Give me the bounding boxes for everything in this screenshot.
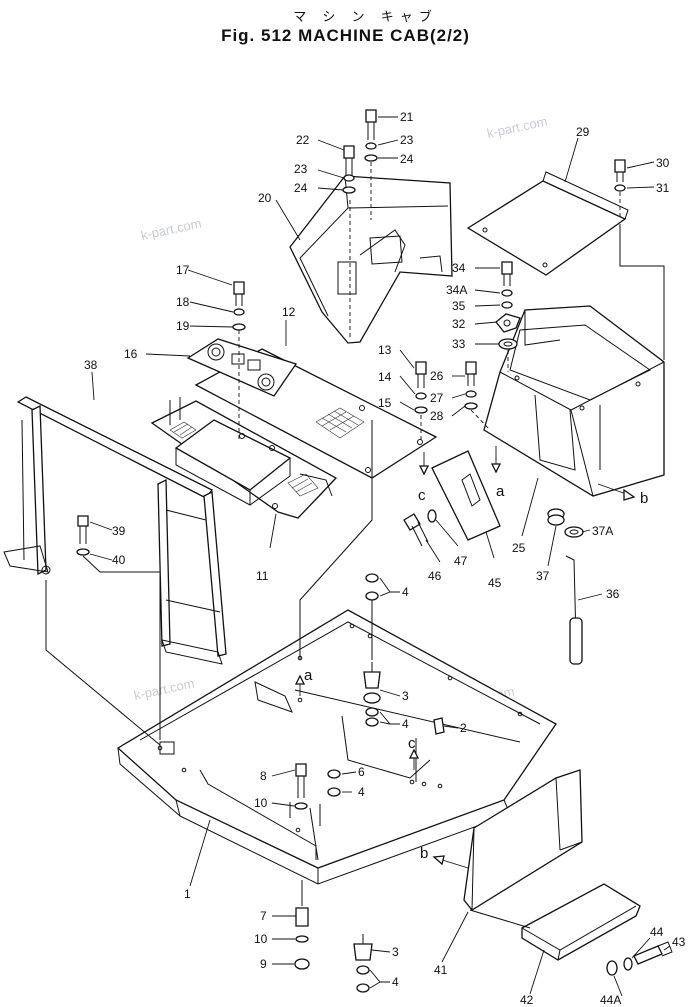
reference-arrows: c a b a c b: [294, 446, 648, 869]
callout-23: 23: [294, 162, 308, 176]
callout-19: 19: [176, 319, 190, 333]
assembly-lines: [45, 162, 665, 929]
cover-plate-part-29: [466, 171, 629, 276]
fasteners: [76, 109, 673, 993]
callout-24: 24: [400, 152, 414, 166]
callout-13: 13: [378, 343, 392, 357]
callout-22: 22: [296, 133, 310, 147]
callout-6: 6: [358, 765, 365, 779]
callout-47: 47: [454, 554, 468, 568]
callout-42: 42: [520, 993, 534, 1007]
callout-20: 20: [258, 191, 272, 205]
callout-16: 16: [124, 347, 138, 361]
callout-23: 23: [400, 133, 414, 147]
callout-29: 29: [576, 125, 590, 139]
callout-31: 31: [656, 181, 670, 195]
figure-title-block: マ シ ン キャブ Fig. 512 MACHINE CAB(2/2): [0, 6, 691, 46]
callout-labels: 21 23 24 22 23 24 20 29 30 31 17 18 19 1…: [84, 110, 686, 1007]
callout-2: 2: [460, 721, 467, 735]
callout-35: 35: [452, 299, 466, 313]
watermark-text: k-part.com: [133, 675, 196, 702]
console-box-part-20: [289, 175, 453, 344]
callout-4: 4: [402, 717, 409, 731]
callout-27: 27: [430, 391, 444, 405]
callout-14: 14: [378, 370, 392, 384]
callout-41: 41: [434, 963, 448, 977]
guard-frame-part-38: [3, 396, 227, 665]
side-cover-part-41: [463, 769, 583, 911]
callout-30: 30: [656, 156, 670, 170]
callout-37A: 37A: [592, 524, 613, 538]
callout-33: 33: [452, 337, 466, 351]
callout-32: 32: [452, 317, 466, 331]
plate-part-45: [431, 450, 501, 541]
callout-34: 34: [452, 261, 466, 275]
callout-21: 21: [400, 110, 414, 124]
top-plate-part-16: [186, 338, 298, 397]
bracket-part-42: [521, 883, 641, 961]
ref-mark-c: c: [418, 487, 426, 504]
floor-console-part-11: [150, 397, 338, 519]
callout-44: 44: [650, 925, 664, 939]
key-rod-part-36: [565, 555, 583, 665]
callout-46: 46: [428, 569, 442, 583]
ref-mark-a: a: [304, 667, 313, 684]
ref-mark-b: b: [420, 845, 428, 862]
callout-15: 15: [378, 396, 392, 410]
callout-38: 38: [84, 358, 98, 372]
callout-18: 18: [176, 295, 190, 309]
ref-mark-b: b: [640, 490, 648, 507]
callout-39: 39: [112, 524, 126, 538]
callout-45: 45: [488, 576, 502, 590]
callout-3: 3: [402, 689, 409, 703]
callout-28: 28: [430, 409, 444, 423]
callout-37: 37: [536, 569, 550, 583]
callout-9: 9: [260, 957, 267, 971]
callout-4: 4: [358, 785, 365, 799]
watermark-text: k-part.com: [140, 215, 203, 242]
callout-44A: 44A: [600, 993, 621, 1007]
callout-4: 4: [402, 585, 409, 599]
callout-10: 10: [254, 932, 268, 946]
watermark-text: k-part.com: [486, 113, 549, 140]
figure-title-japanese: マ シ ン キャブ: [293, 10, 438, 25]
callout-8: 8: [260, 769, 267, 783]
figure-title: Fig. 512 MACHINE CAB(2/2): [221, 26, 470, 45]
callout-25: 25: [512, 541, 526, 555]
callout-26: 26: [430, 369, 444, 383]
callout-7: 7: [260, 909, 267, 923]
callout-12: 12: [282, 305, 296, 319]
callout-40: 40: [112, 553, 126, 567]
callout-43: 43: [672, 935, 686, 949]
ref-mark-a: a: [496, 483, 505, 500]
callout-4: 4: [392, 975, 399, 989]
callout-3: 3: [392, 945, 399, 959]
side-box-part-25: [483, 305, 665, 497]
callout-34A: 34A: [446, 283, 467, 297]
callout-10: 10: [254, 796, 268, 810]
callout-36: 36: [606, 587, 620, 601]
callout-24: 24: [294, 181, 308, 195]
callout-17: 17: [176, 263, 190, 277]
leader-lines: [89, 116, 671, 997]
ref-mark-c: c: [408, 735, 416, 752]
callout-11: 11: [256, 569, 269, 583]
callout-1: 1: [184, 887, 191, 901]
